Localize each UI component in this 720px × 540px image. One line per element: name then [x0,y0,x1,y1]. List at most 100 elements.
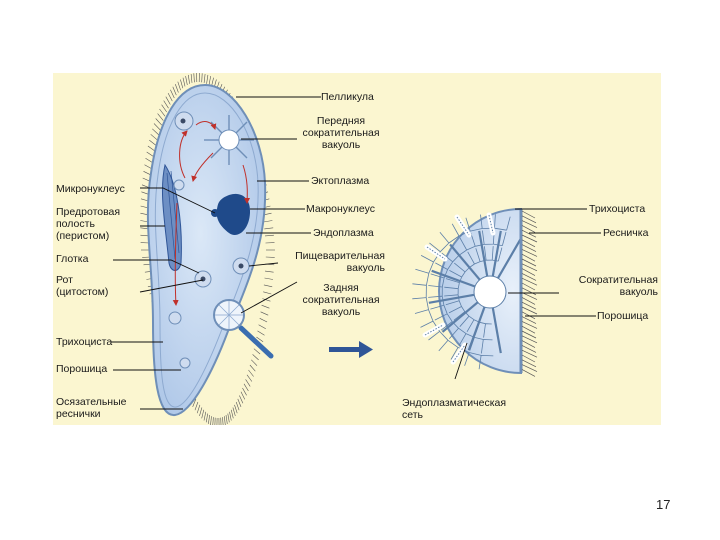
section-cilium-stroke [521,335,538,344]
cilium-stroke [194,401,199,411]
cilium-stroke [242,387,247,396]
cilium-stroke [172,86,177,96]
cilium-stroke [212,417,214,425]
network-mesh-stroke [412,297,429,310]
network-mesh-stroke [486,246,494,261]
cilium-stroke [232,407,236,416]
section-cilium-stroke [521,282,536,291]
cilium-stroke [264,227,274,230]
label-contractile-vacuole: Сократительная вакуоль [578,274,658,298]
cilium-stroke [182,77,186,87]
cilium-stroke [248,369,254,377]
network-mesh-stroke [428,331,449,341]
section-cilium-stroke [521,229,537,238]
cilium-stroke [192,398,197,408]
label-anal-pore-right: Порошица [597,310,649,322]
cilium-stroke [175,83,179,93]
network-mesh-stroke [475,230,485,247]
cilium-stroke [150,134,158,141]
posterior-contractile-vacuole [213,299,274,359]
section-cilium-stroke [521,263,538,272]
cilium-stroke [170,89,175,99]
cilium-stroke [262,298,271,302]
network-mesh-stroke [474,248,481,265]
network-mesh-stroke [449,270,463,283]
section-cilium-stroke [521,273,537,281]
network-mesh-stroke [449,244,460,263]
section-cilium-stroke [521,287,537,296]
network-mesh-stroke [448,223,460,244]
network-mesh-stroke [467,251,475,268]
cilium-stroke [201,409,205,419]
label-anterior-vacuole: Передняя сократительная вакуоль [302,115,380,151]
section-cilium-stroke [521,321,538,329]
canal-stroke [491,230,502,277]
cilium-stroke [188,74,190,84]
cilium-stroke [257,330,265,336]
network-mesh-stroke [430,304,448,314]
cilium-stroke [245,379,251,387]
section-cilium-stroke [521,234,538,243]
network-mesh-stroke [428,285,443,297]
section-cilium-stroke [521,345,537,353]
section-cilium-stroke [521,359,537,368]
section-cilium-stroke [521,244,537,252]
section-cilium-stroke [521,249,538,257]
network-mesh-stroke [474,321,486,336]
cilium-stroke [180,79,184,89]
cilium-stroke [208,76,211,86]
canal-stroke [478,230,489,277]
label-macronucleus: Макронуклеус [306,203,375,215]
network-mesh-stroke [430,273,445,288]
label-pellicle: Пелликула [321,91,374,103]
section-cilium-stroke [521,253,536,262]
cilium-stroke [263,291,272,295]
cilium-stroke [201,73,203,83]
network-mesh-stroke [444,286,459,295]
network-mesh-stroke [469,337,484,351]
label-micronucleus: Микронуклеус [56,183,125,195]
figure-panel: Микронуклеус Предротовая полость (перист… [53,73,661,425]
cilium-stroke [264,234,274,237]
section-cilium-stroke [521,268,536,276]
label-oral-groove: Предротовая полость (перистом) [56,206,121,242]
cilium-stroke [153,123,161,131]
cilium-stroke [224,416,226,425]
cilium-stroke [263,220,273,223]
cilium-stroke [235,401,240,411]
cilium-stroke [256,336,264,342]
cilium-stroke [206,74,209,84]
section-cilium-stroke [521,311,536,320]
cilium-stroke [161,104,167,113]
cilium-stroke [193,73,195,83]
network-mesh-stroke [445,278,460,289]
cilium-stroke [165,96,171,105]
network-mesh-stroke [481,339,493,354]
process-arrow-icon [329,341,373,358]
cilium-stroke [155,118,163,126]
network-mesh-stroke [420,255,434,274]
cilium-stroke [258,324,266,329]
section-cilium-stroke [521,369,536,377]
cilium-stroke [163,100,169,109]
section-cilium-stroke [521,340,536,348]
cilium-stroke [185,76,188,86]
cilium-stroke [253,348,261,355]
section-cilium-stroke [521,292,538,300]
label-digestive-vacuole: Пищеварительная вакуоль [295,250,385,274]
label-endoplasmic-network: Эндоплазматическая сеть [402,397,507,421]
cilium-stroke [225,414,228,424]
network-mesh-stroke [478,355,494,370]
section-cilium-stroke [521,277,538,286]
cilium-stroke [263,284,273,288]
section-cilium-stroke [521,330,537,339]
network-mesh-stroke [493,231,507,246]
label-ectoplasm: Эктоплазма [311,175,370,187]
network-mesh-stroke [440,321,459,331]
section-cilium-stroke [521,349,538,358]
cilium-stroke [203,411,207,421]
cilium-stroke [147,145,156,152]
label-mouth: Рот (цитостом) [56,274,109,298]
cilium-stroke [243,383,249,392]
cilium-stroke [157,113,164,121]
